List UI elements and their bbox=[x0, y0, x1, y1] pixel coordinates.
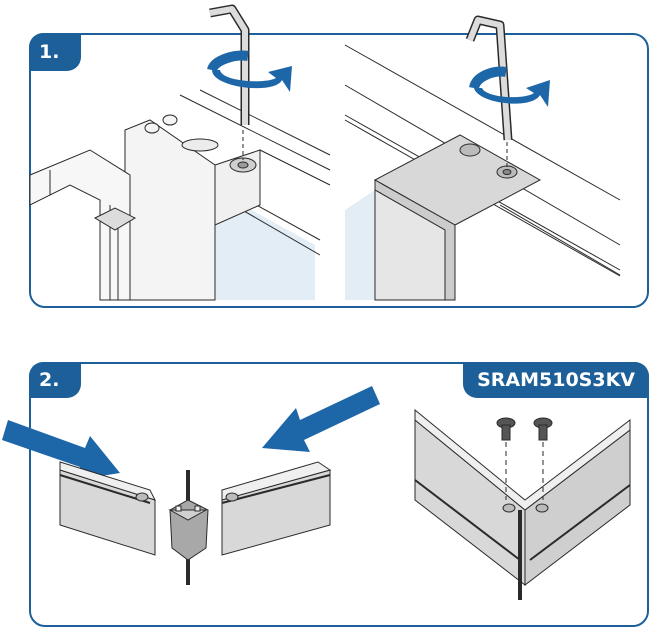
step-1-label: 1. bbox=[29, 33, 81, 71]
allen-key-icon bbox=[209, 4, 250, 160]
model-code-label: SRAM510S3KV bbox=[463, 362, 649, 398]
allen-key-icon bbox=[465, 15, 513, 170]
rotate-arrow-icon bbox=[469, 66, 550, 107]
step2-corner-frame bbox=[414, 408, 631, 600]
step2-right-profile bbox=[221, 461, 332, 556]
screw-icon bbox=[533, 417, 553, 500]
step1-right-rail bbox=[344, 44, 621, 301]
step1-left-frame bbox=[29, 89, 331, 301]
step2-left-profile bbox=[59, 461, 156, 556]
connector-icon bbox=[168, 470, 209, 585]
push-arrow-icon bbox=[262, 386, 380, 452]
push-arrow-icon bbox=[2, 420, 120, 480]
step-2-label: 2. bbox=[29, 362, 81, 398]
screw-icon bbox=[496, 417, 516, 500]
rotate-arrow-icon bbox=[207, 50, 292, 92]
